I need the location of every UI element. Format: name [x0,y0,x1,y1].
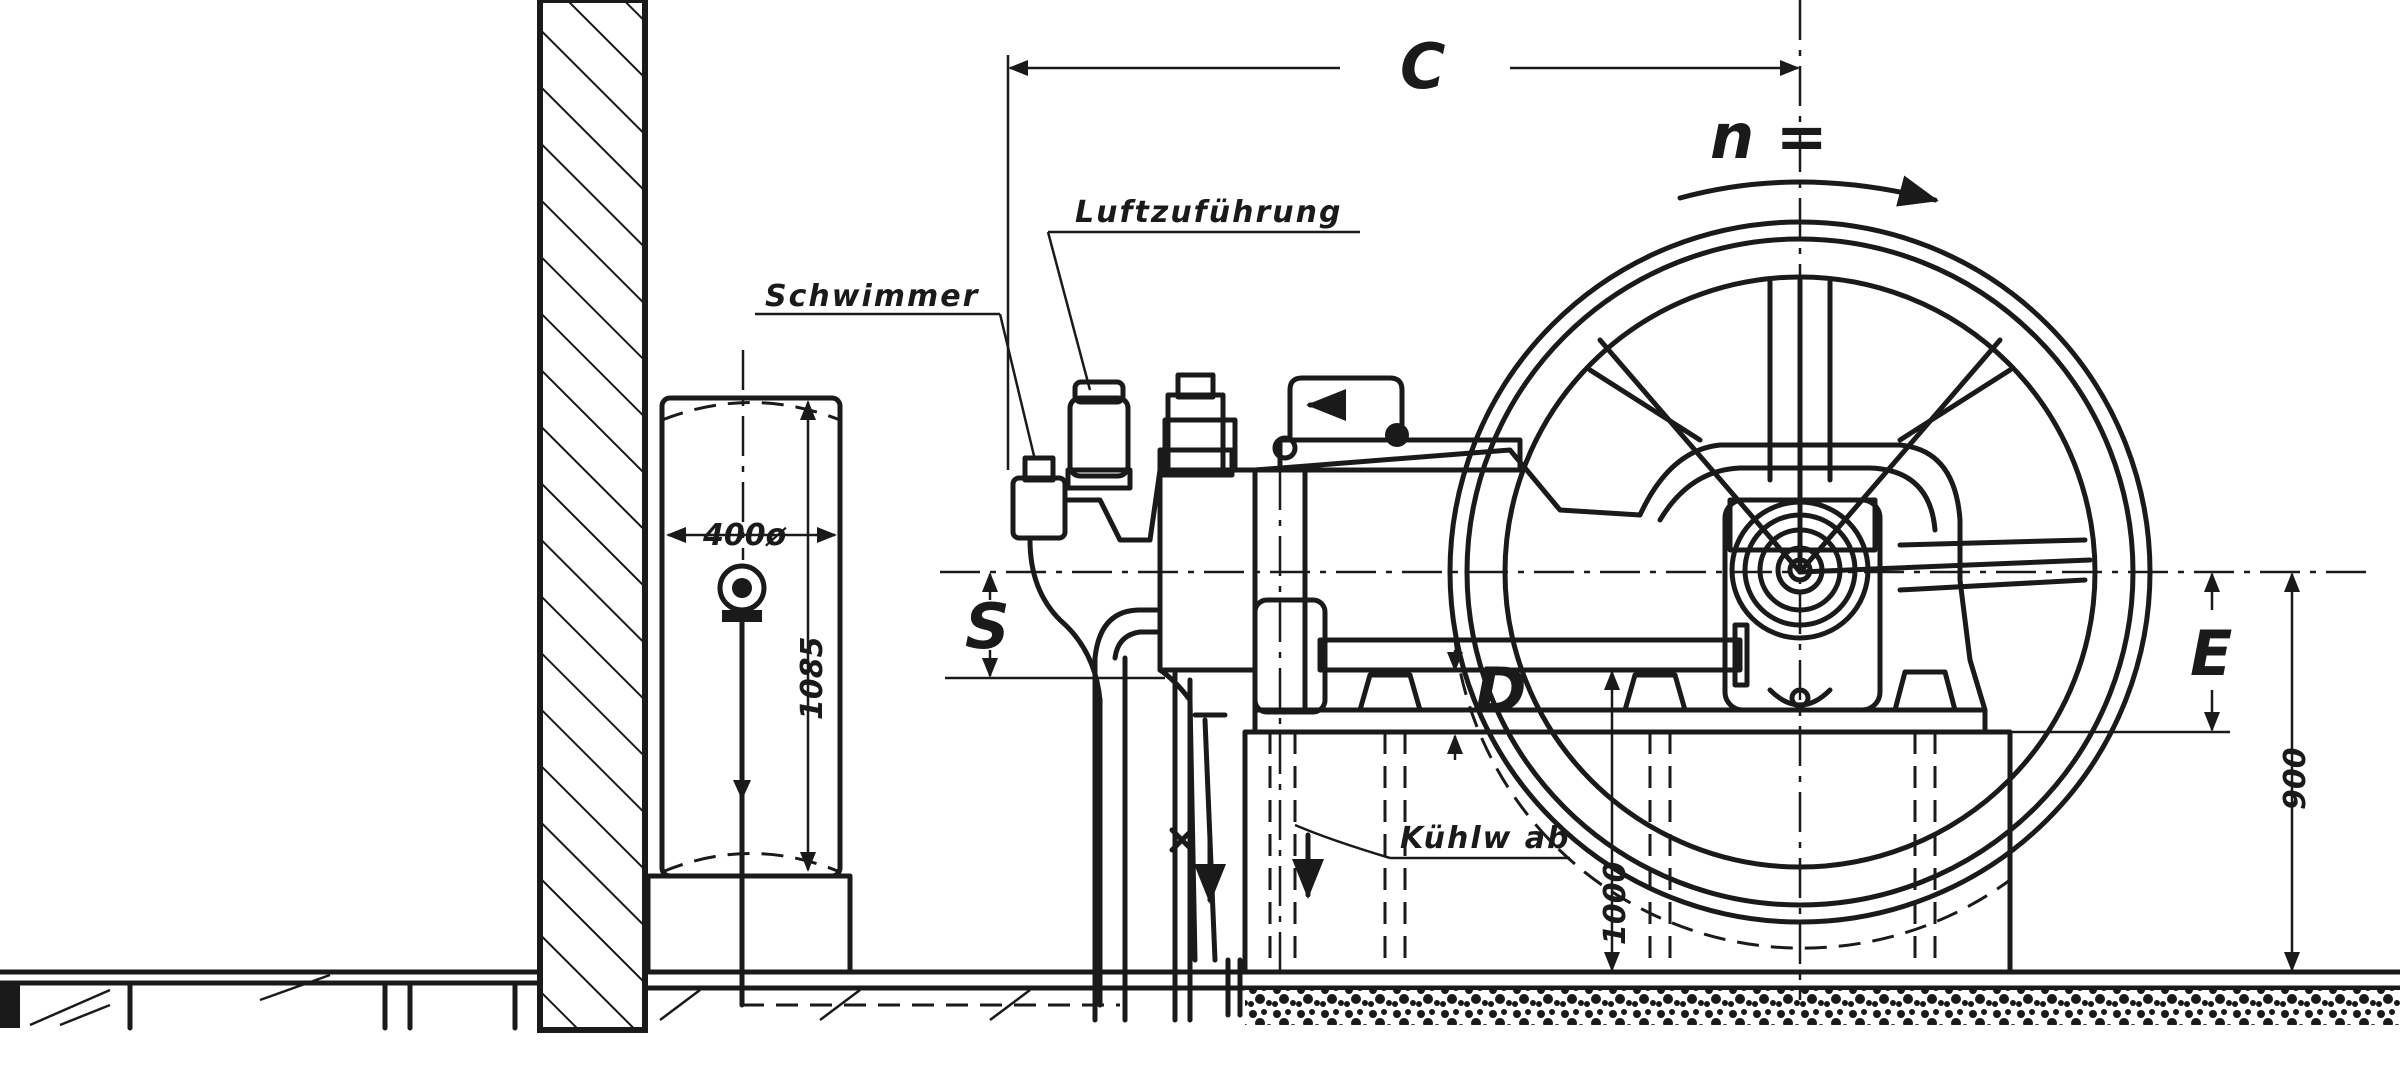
label-luftzufuehrung: Luftzuführung [1075,195,1342,230]
center-lines [940,0,2370,1000]
label-1085: 1085 [795,637,830,721]
label-e: E [2190,617,2232,690]
dimension-c [1006,55,1800,470]
wall [537,0,648,1033]
label-400: 400ø [702,518,787,553]
engine-body [1157,375,1988,735]
foundation-bolts [1357,669,1958,713]
dimension-s [945,572,1165,680]
label-c: C [1400,30,1446,103]
leader-luftzufuehrung-arrow [1046,231,1092,391]
label-schwimmer: Schwimmer [765,279,980,314]
label-1000: 1000 [1598,862,1633,946]
fuel-tank [645,350,1120,1008]
label-kuehlw-ab: Kühlw ab [1400,821,1570,856]
floor-right [642,969,2400,1025]
label-n: n = [1710,100,1828,173]
intake-assembly [1010,372,1243,1023]
label-s: S [965,590,1010,663]
floor-left [0,969,543,1031]
label-900: 900 [2278,747,2313,810]
leader-kuehlw-ab-arrow [1294,823,1391,860]
dimension-e [2010,572,2230,734]
rotation-arrow [1677,175,1939,207]
label-d: D [1475,654,1526,727]
leader-schwimmer-arrow [998,313,1037,461]
